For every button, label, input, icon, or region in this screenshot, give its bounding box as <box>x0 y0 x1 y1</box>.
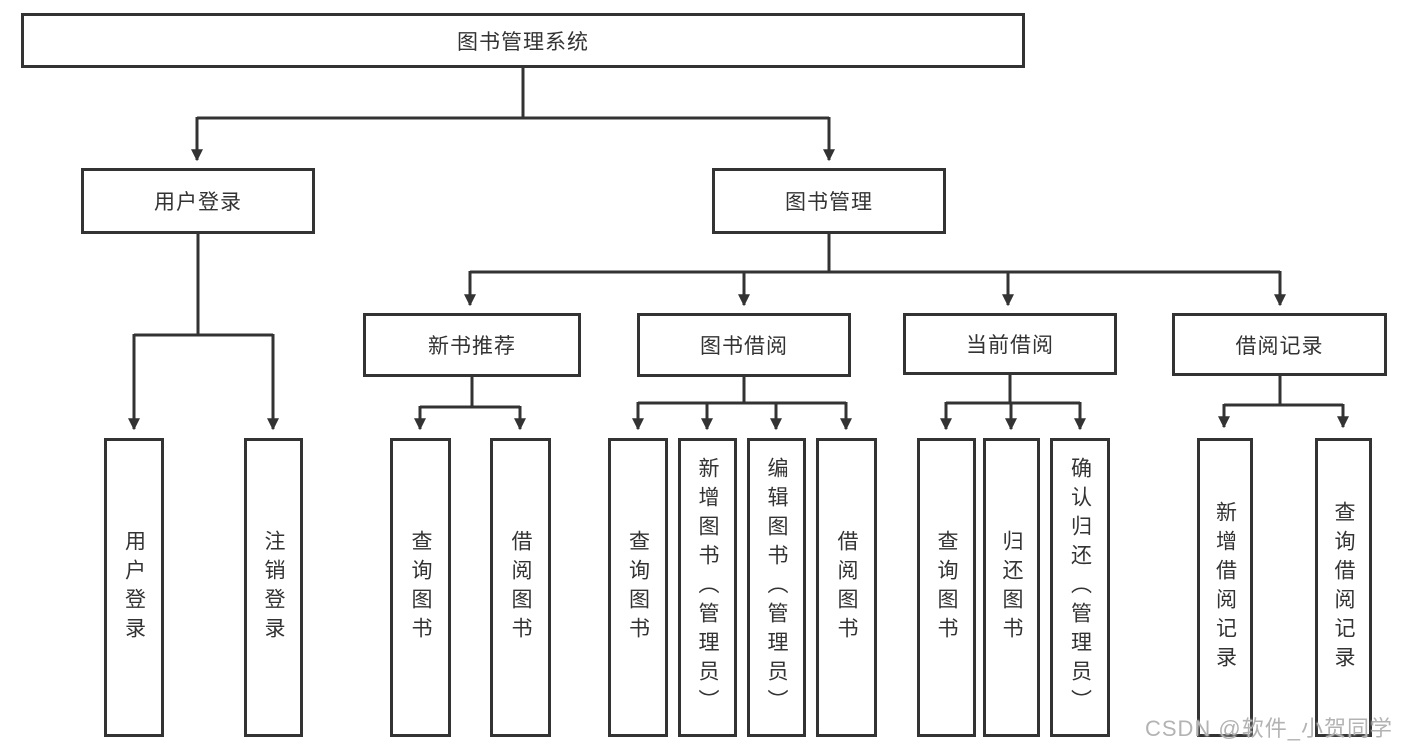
node-new-book-recommendation-label: 新书推荐 <box>428 335 516 358</box>
node-user-login: 用户登录 <box>81 168 315 234</box>
leaf-logout: 注销登录 <box>244 438 303 737</box>
node-current-borrowing-label: 当前借阅 <box>966 334 1054 357</box>
node-new-book-recommendation: 新书推荐 <box>363 313 581 377</box>
node-book-management: 图书管理 <box>712 168 946 234</box>
leaf-borrowing-borrow-books: 借阅图书 <box>816 438 877 737</box>
leaf-records-add-record-label: 新增借阅记录 <box>1213 500 1237 675</box>
node-book-borrowing: 图书借阅 <box>637 313 851 377</box>
leaf-current-query-books: 查询图书 <box>917 438 976 737</box>
node-book-management-label: 图书管理 <box>785 191 873 214</box>
leaf-borrowing-borrow-books-label: 借阅图书 <box>835 529 858 646</box>
leaf-borrowing-query-books: 查询图书 <box>608 438 668 737</box>
node-current-borrowing: 当前借阅 <box>903 313 1117 375</box>
leaf-borrowing-add-books-admin: 新增图书（管理员） <box>678 438 737 737</box>
leaf-user-login-label: 用户登录 <box>122 529 146 646</box>
leaf-current-return-books-label: 归还图书 <box>1000 529 1023 646</box>
leaf-newrec-borrow-books: 借阅图书 <box>490 438 551 737</box>
leaf-current-confirm-return-admin-label: 确认归还（管理员） <box>1068 457 1092 718</box>
leaf-records-query-record: 查询借阅记录 <box>1315 438 1372 737</box>
leaf-newrec-query-books-label: 查询图书 <box>409 529 432 646</box>
node-user-login-label: 用户登录 <box>154 191 242 214</box>
leaf-newrec-borrow-books-label: 借阅图书 <box>509 529 532 646</box>
csdn-watermark: CSDN @软件_小贺同学 <box>1144 716 1393 741</box>
leaf-records-add-record: 新增借阅记录 <box>1197 438 1253 737</box>
node-borrow-records-label: 借阅记录 <box>1235 334 1324 358</box>
leaf-current-return-books: 归还图书 <box>983 438 1040 737</box>
leaf-current-query-books-label: 查询图书 <box>935 529 958 646</box>
leaf-user-login: 用户登录 <box>104 438 164 737</box>
node-root: 图书管理系统 <box>21 13 1025 68</box>
leaf-borrowing-add-books-admin-label: 新增图书（管理员） <box>696 457 719 718</box>
leaf-borrowing-edit-books-admin-label: 编辑图书（管理员） <box>765 457 788 718</box>
leaf-borrowing-edit-books-admin: 编辑图书（管理员） <box>747 438 806 737</box>
node-root-label: 图书管理系统 <box>457 30 589 54</box>
leaf-borrowing-query-books-label: 查询图书 <box>626 529 650 646</box>
leaf-current-confirm-return-admin: 确认归还（管理员） <box>1050 438 1110 737</box>
leaf-records-query-record-label: 查询借阅记录 <box>1332 500 1355 675</box>
node-borrow-records: 借阅记录 <box>1172 313 1387 376</box>
leaf-newrec-query-books: 查询图书 <box>390 438 451 737</box>
node-book-borrowing-label: 图书借阅 <box>700 335 788 358</box>
leaf-logout-label: 注销登录 <box>262 529 285 646</box>
